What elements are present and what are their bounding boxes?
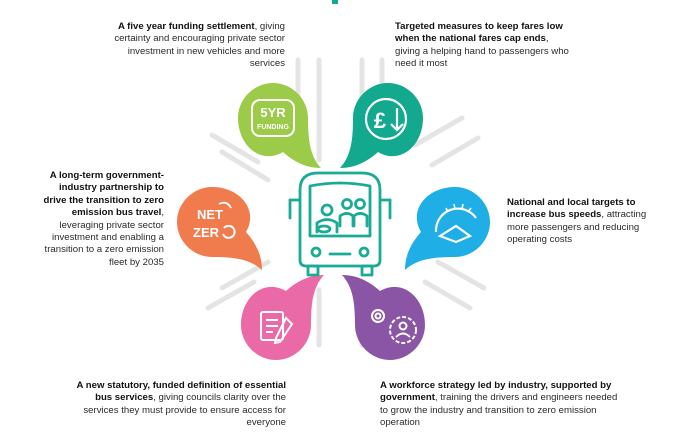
icon-text-funding: FUNDING [257,124,289,131]
gears-person-icon [371,309,417,344]
text-fares-rest: , giving a helping hand to passengers wh… [395,33,569,70]
text-netzero-bold: A long-term government-industry partners… [43,170,164,219]
text-workforce-rest: , training the drivers and engineers nee… [380,392,618,429]
svg-text:£: £ [374,108,387,133]
text-workforce: A workforce strategy led by industry, su… [380,380,625,430]
text-workforce-bold: A workforce strategy led by industry, su… [380,380,612,404]
text-essential-rest: , giving councils clarity over the servi… [83,392,286,429]
petal-funding [238,83,321,168]
icon-text-5yr: 5YR [260,105,286,120]
text-fares-bold: Targeted measures to keep fares low when… [395,21,563,45]
text-fares: Targeted measures to keep fares low when… [395,21,570,71]
document-pen-icon [260,311,294,345]
petal-fares [340,83,423,168]
petal-speeds [405,187,490,270]
top-accent [332,0,338,4]
text-funding: A five year funding settlement, giving c… [100,21,285,71]
pound-down-arrow-icon: £ [364,97,408,141]
icon-text-net: NET [197,207,223,222]
icon-text-zer: ZER [193,225,220,240]
text-speeds-bold: National and local targets to increase b… [507,197,636,221]
text-speeds: National and local targets to increase b… [507,197,657,247]
text-netzero-rest: , leveraging private sector investment a… [44,207,164,268]
petal-netzero [177,187,262,270]
net-zero-icon: NET ZER [193,201,236,240]
text-essential: A new statutory, funded definition of es… [72,380,286,430]
speedometer-icon [434,203,477,244]
text-funding-rest: , giving certainty and encouraging priva… [114,21,285,70]
text-speeds-rest: , attracting more passengers and reducin… [507,209,647,246]
text-netzero: A long-term government-industry partners… [40,170,164,269]
5yr-funding-icon: 5YR FUNDING [251,99,295,137]
text-essential-bold: A new statutory, funded definition of es… [76,380,286,404]
text-funding-bold: A five year funding settlement [117,21,255,32]
bus-with-passengers-icon [288,171,392,277]
